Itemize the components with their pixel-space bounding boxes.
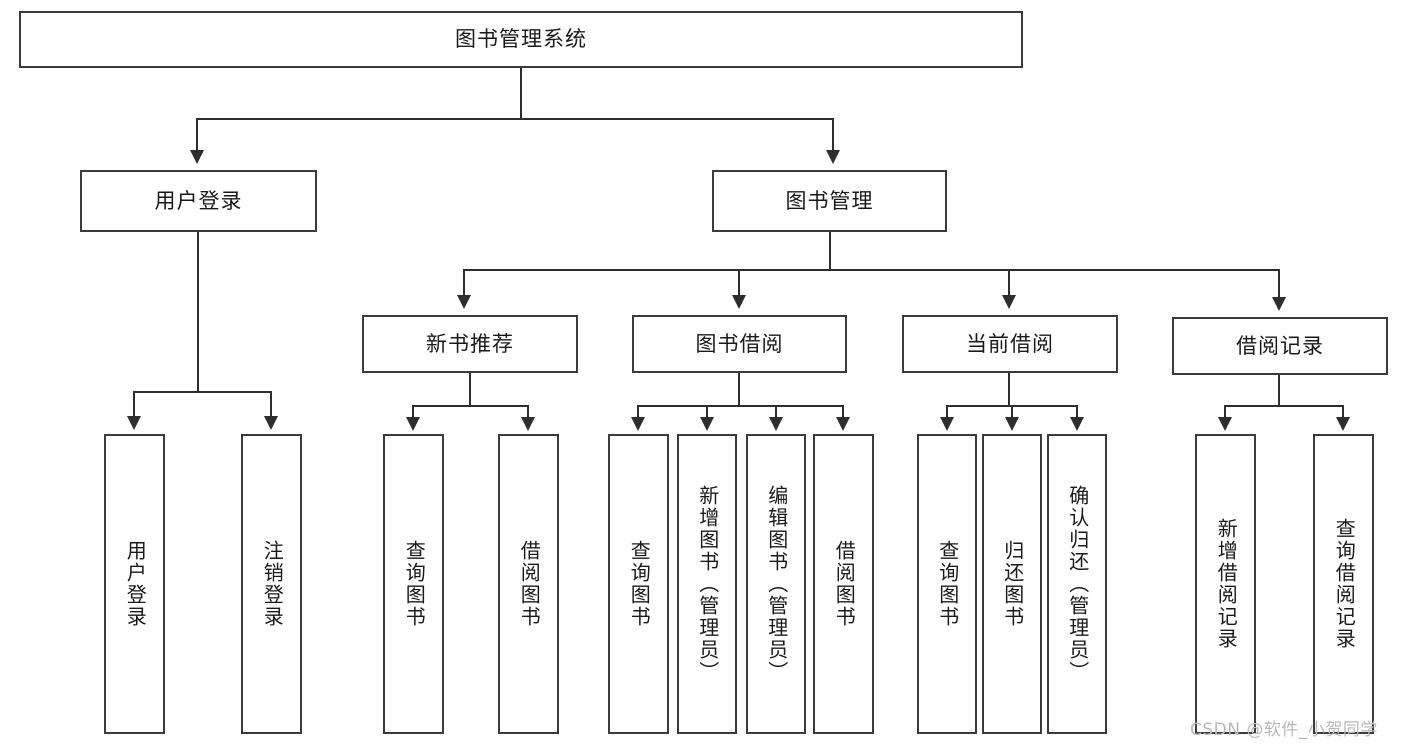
arrow-leaf-edit-book — [769, 417, 783, 431]
edge-user-login-stem — [197, 232, 199, 392]
node-leaf-query-book-2-label: 查询图书 — [627, 540, 652, 628]
node-borrow-record-label: 借阅记录 — [1236, 333, 1324, 358]
arrow-to-borrow-record — [1272, 297, 1286, 311]
edge-to-book-borrow — [738, 269, 740, 297]
edge-level1-bus — [196, 118, 834, 120]
edge-user-login-drop-2 — [270, 391, 272, 418]
node-leaf-return-book-label: 归还图书 — [1000, 540, 1025, 628]
node-leaf-query-book-1-label: 查询图书 — [402, 540, 427, 628]
node-new-book-recommend-label: 新书推荐 — [426, 331, 514, 356]
node-leaf-edit-book[interactable]: 编辑图书（管理员） — [746, 434, 806, 734]
node-leaf-query-book-3-label: 查询图书 — [935, 540, 960, 628]
edge-new-book-stem — [469, 373, 471, 406]
edge-borrow-record-bus — [1224, 405, 1343, 407]
arrow-to-book-management — [826, 150, 840, 164]
edge-current-borrow-drop-1 — [946, 405, 948, 419]
arrow-leaf-query-book-3 — [940, 417, 954, 431]
arrow-leaf-add-record — [1218, 417, 1232, 431]
edge-to-current-borrow — [1008, 269, 1010, 297]
node-current-borrow[interactable]: 当前借阅 — [902, 315, 1118, 373]
node-leaf-borrow-book-2[interactable]: 借阅图书 — [813, 434, 874, 734]
arrow-leaf-return-book — [1005, 417, 1019, 431]
node-leaf-query-record[interactable]: 查询借阅记录 — [1313, 434, 1374, 734]
edge-current-borrow-drop-2 — [1011, 405, 1013, 419]
arrow-leaf-add-book — [700, 417, 714, 431]
node-user-login-label: 用户登录 — [154, 188, 243, 213]
node-leaf-return-book[interactable]: 归还图书 — [982, 434, 1042, 734]
edge-book-borrow-bus — [637, 405, 843, 407]
edge-book-borrow-drop-1 — [637, 405, 639, 419]
node-leaf-confirm-return[interactable]: 确认归还（管理员） — [1047, 434, 1107, 734]
edge-to-borrow-record — [1278, 269, 1280, 299]
arrow-leaf-borrow-book-1 — [521, 417, 535, 431]
edge-book-borrow-drop-4 — [842, 405, 844, 419]
node-borrow-record[interactable]: 借阅记录 — [1172, 317, 1388, 375]
arrow-to-current-borrow — [1002, 295, 1016, 309]
node-new-book-recommend[interactable]: 新书推荐 — [362, 315, 578, 373]
arrow-leaf-user-login — [127, 416, 141, 430]
arrow-to-new-book-recommend — [457, 295, 471, 309]
node-leaf-add-record-label: 新增借阅记录 — [1214, 518, 1239, 650]
arrow-leaf-query-book-1 — [406, 417, 420, 431]
node-leaf-edit-book-label: 编辑图书（管理员） — [764, 485, 789, 683]
node-user-login[interactable]: 用户登录 — [80, 170, 317, 232]
edge-new-book-bus — [412, 405, 528, 407]
node-leaf-add-book-label: 新增图书（管理员） — [695, 485, 720, 683]
node-root-label: 图书管理系统 — [455, 27, 587, 52]
edge-root-stem — [520, 68, 522, 119]
node-leaf-add-book[interactable]: 新增图书（管理员） — [677, 434, 737, 734]
node-leaf-logout-login[interactable]: 注销登录 — [241, 434, 302, 734]
node-current-borrow-label: 当前借阅 — [966, 331, 1054, 356]
node-leaf-user-login[interactable]: 用户登录 — [104, 434, 165, 734]
edge-to-book-management — [832, 118, 834, 152]
node-leaf-borrow-book-1-label: 借阅图书 — [517, 540, 542, 628]
edge-level2-bus — [463, 269, 1280, 271]
arrow-leaf-query-record — [1336, 417, 1350, 431]
edge-to-new-book-recommend — [463, 269, 465, 297]
edge-new-book-drop-2 — [527, 405, 529, 419]
arrow-leaf-confirm-return — [1070, 417, 1084, 431]
node-leaf-query-book-2[interactable]: 查询图书 — [608, 434, 669, 734]
edge-borrow-record-stem — [1278, 375, 1280, 406]
node-leaf-add-record[interactable]: 新增借阅记录 — [1195, 434, 1256, 734]
node-book-management[interactable]: 图书管理 — [712, 170, 947, 232]
node-leaf-logout-login-label: 注销登录 — [260, 540, 285, 628]
edge-current-borrow-drop-3 — [1076, 405, 1078, 419]
edge-borrow-record-drop-2 — [1342, 405, 1344, 419]
edge-user-login-drop-1 — [133, 391, 135, 418]
arrow-leaf-logout-login — [264, 416, 278, 430]
arrow-to-book-borrow — [732, 295, 746, 309]
edge-book-management-stem — [829, 232, 831, 270]
node-leaf-query-record-label: 查询借阅记录 — [1332, 518, 1357, 650]
node-root[interactable]: 图书管理系统 — [19, 11, 1023, 68]
edge-user-login-bus — [133, 391, 270, 393]
node-leaf-user-login-label: 用户登录 — [123, 540, 148, 628]
edge-new-book-drop-1 — [412, 405, 414, 419]
edge-book-borrow-stem — [738, 373, 740, 406]
node-leaf-query-book-1[interactable]: 查询图书 — [383, 434, 444, 734]
node-leaf-borrow-book-2-label: 借阅图书 — [832, 540, 857, 628]
edge-book-borrow-drop-2 — [706, 405, 708, 419]
watermark-text: CSDN @软件_小贺同学 — [1190, 720, 1378, 740]
arrow-leaf-query-book-2 — [631, 417, 645, 431]
edge-to-user-login — [196, 118, 198, 152]
edge-book-borrow-drop-3 — [775, 405, 777, 419]
node-book-borrow[interactable]: 图书借阅 — [632, 315, 847, 373]
edge-current-borrow-stem — [1008, 373, 1010, 406]
arrow-to-user-login — [190, 150, 204, 164]
node-book-management-label: 图书管理 — [785, 188, 874, 213]
arrow-leaf-borrow-book-2 — [836, 417, 850, 431]
edge-borrow-record-drop-1 — [1224, 405, 1226, 419]
node-leaf-borrow-book-1[interactable]: 借阅图书 — [498, 434, 559, 734]
node-leaf-query-book-3[interactable]: 查询图书 — [917, 434, 977, 734]
node-leaf-confirm-return-label: 确认归还（管理员） — [1065, 485, 1090, 683]
node-book-borrow-label: 图书借阅 — [695, 331, 784, 356]
